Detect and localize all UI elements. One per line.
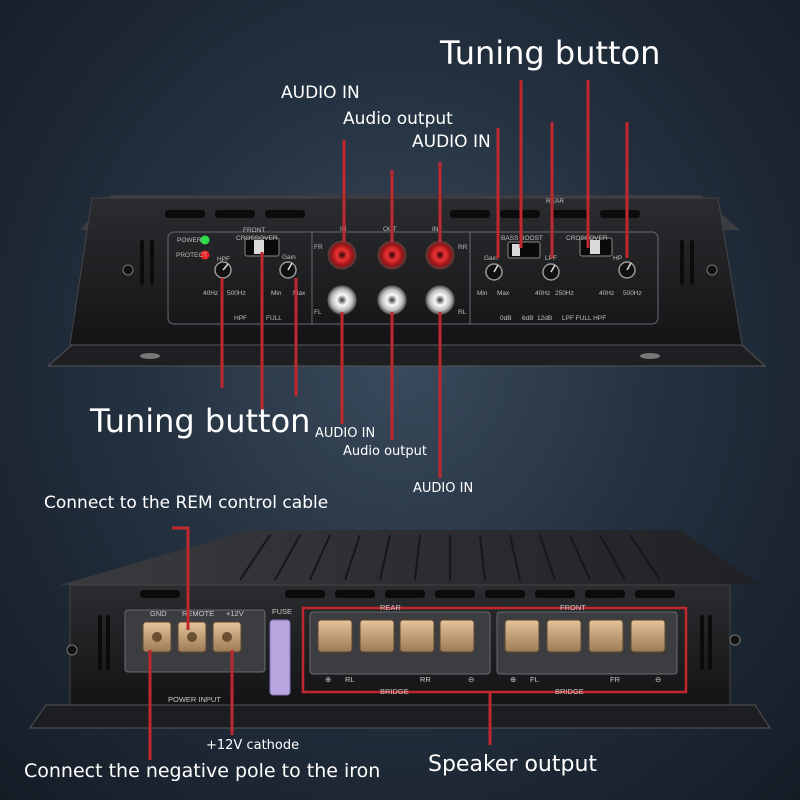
protect-led-label: PROTECT — [176, 252, 207, 259]
bass-12db-label: 12dB — [537, 315, 552, 322]
front-gain-label: Gain — [282, 254, 296, 261]
plus12v-cathode-callout: +12V cathode — [206, 738, 300, 753]
lpf-full-hpf-label: LPF FULL HPF — [562, 315, 606, 322]
front-full-switch-label: FULL — [266, 315, 282, 322]
front-hpf-switch-label: HPF — [234, 315, 247, 322]
front-label: FRONT — [243, 227, 265, 234]
audio-in-callout-top-right: AUDIO IN — [412, 132, 491, 152]
front-gain-min-label: Min — [271, 290, 282, 297]
rear-label: REAR — [546, 198, 564, 205]
bass-0db-label: 0dB — [500, 315, 512, 322]
rear-channels-label: REAR — [380, 603, 401, 612]
audio-in-callout-bottom-right: AUDIO IN — [413, 481, 474, 496]
power-terminals — [142, 621, 242, 653]
front-hpf-label: HPF — [217, 256, 230, 263]
rear-amplifier-panel — [29, 530, 771, 729]
rear-plus-left: ⊕ — [325, 675, 331, 684]
front-hpf-500hz-label: 500Hz — [227, 290, 246, 297]
front-hpf-40hz-label: 40Hz — [203, 290, 218, 297]
speaker-terminals — [317, 619, 666, 653]
tuning-button-callout-bottom: Tuning button — [90, 402, 311, 440]
front-channels-label: FRONT — [560, 603, 586, 612]
hp-40hz-label: 40Hz — [599, 290, 614, 297]
bass-6db-label: 6dB — [522, 315, 534, 322]
speaker-output-highlight-box — [301, 606, 688, 694]
gnd-label: GND — [150, 609, 167, 618]
output-label: OUT — [383, 226, 397, 233]
fuse-label: FUSE — [272, 607, 292, 616]
negative-pole-callout: Connect the negative pole to the iron — [24, 760, 381, 782]
fl-channel-label: FL — [314, 309, 322, 316]
pointer-rem-cable — [172, 526, 190, 630]
rear-bridge-label: BRIDGE — [380, 687, 409, 696]
rear-gain-label: Gain — [484, 255, 498, 262]
plus12v-label: +12V — [226, 609, 244, 618]
audio-in-callout-top-left: AUDIO IN — [281, 83, 360, 103]
power-led-label: POWER — [177, 237, 202, 244]
fr-terminal-label: FR — [610, 675, 621, 684]
front-crossover-label: CROSSOVER — [236, 235, 278, 242]
rear-gain-max-label: Max — [497, 290, 510, 297]
rear-gain-min-label: Min — [477, 290, 488, 297]
hp-label: HP — [613, 255, 622, 262]
audio-output-callout-top: Audio output — [343, 109, 453, 129]
rear-panel-markings: GND REMOTE +12V FUSE POWER INPUT REAR FR… — [150, 603, 661, 704]
audio-output-callout-bottom: Audio output — [343, 444, 427, 459]
input-right-label: IN — [432, 226, 439, 233]
front-bridge-label: BRIDGE — [555, 687, 584, 696]
rl-channel-label: RL — [458, 309, 467, 316]
tuning-button-callout-top: Tuning button — [440, 34, 661, 72]
power-input-label: POWER INPUT — [168, 695, 221, 704]
lpf-40hz-label: 40Hz — [535, 290, 550, 297]
front-minus-right: ⊖ — [655, 675, 661, 684]
speaker-output-callout: Speaker output — [428, 752, 598, 777]
front-amplifier-panel — [46, 195, 767, 367]
rr-terminal-label: RR — [420, 675, 431, 684]
front-gain-max-label: Max — [293, 290, 306, 297]
rear-minus-right: ⊖ — [468, 675, 474, 684]
rl-terminal-label: RL — [345, 675, 355, 684]
rr-channel-label: RR — [458, 244, 468, 251]
lpf-label: LPF — [545, 255, 557, 262]
audio-in-callout-bottom-left: AUDIO IN — [315, 426, 376, 441]
lpf-250hz-label: 250Hz — [555, 290, 574, 297]
rem-cable-callout: Connect to the REM control cable — [44, 493, 329, 513]
remote-label: REMOTE — [182, 609, 214, 618]
fl-terminal-label: FL — [530, 675, 539, 684]
callout-pointer-lines — [148, 80, 629, 760]
fr-channel-label: FR — [314, 244, 323, 251]
hp-500hz-label: 500Hz — [623, 290, 642, 297]
front-plus-left: ⊕ — [510, 675, 516, 684]
